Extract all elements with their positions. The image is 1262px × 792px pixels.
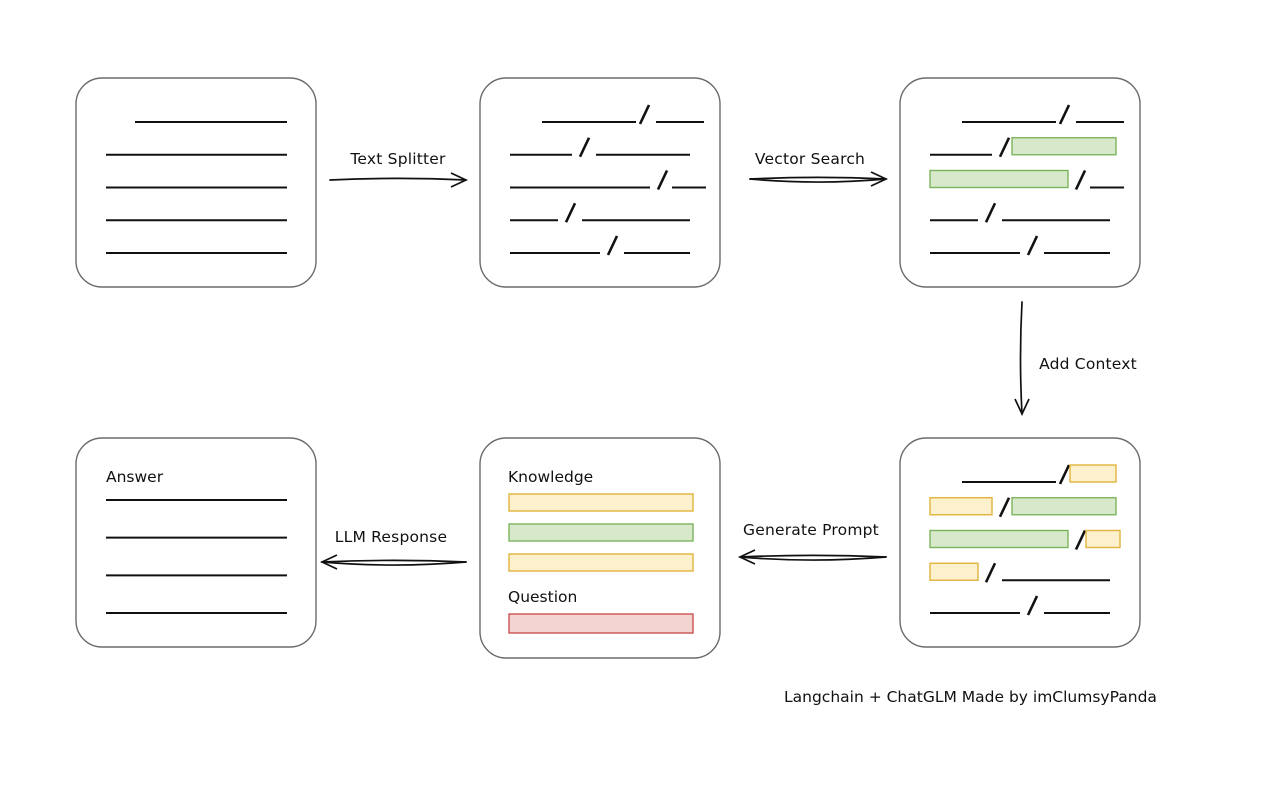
generate-prompt-shaft-lower xyxy=(739,556,887,561)
arrow-llm-response[interactable]: LLM Response xyxy=(319,528,467,570)
split-chunks-row-3 xyxy=(510,169,706,191)
retrieved-chunks-row-1 xyxy=(962,104,1124,125)
retrieved-chunks-row-5 xyxy=(930,235,1110,256)
add-context-arrowhead xyxy=(1014,398,1030,417)
slash-separator xyxy=(1074,529,1087,551)
retrieved-chunks-row-4 xyxy=(930,202,1110,223)
slash-separator xyxy=(656,169,669,191)
retrieved-chunks-row-2 xyxy=(930,137,1117,158)
knowledge-bar-1 xyxy=(508,493,694,512)
answer-heading: Answer xyxy=(106,468,164,486)
context-chunks-row-3 xyxy=(929,529,1121,551)
yellow-highlight-chunk xyxy=(1069,464,1117,483)
context-chunks-row-4 xyxy=(929,562,1110,583)
source-document-frame xyxy=(75,77,317,288)
slash-separator xyxy=(1058,464,1071,485)
slash-separator xyxy=(984,202,997,223)
context-chunks-row-5 xyxy=(930,595,1110,616)
text-splitter-label: Text Splitter xyxy=(349,150,446,168)
green-highlight-chunk xyxy=(929,169,1069,189)
arrow-vector-search[interactable]: Vector Search xyxy=(749,150,889,187)
knowledge-bar-2 xyxy=(508,523,694,542)
retrieved-chunks-row-3 xyxy=(929,169,1124,191)
split-chunks-box[interactable] xyxy=(479,77,721,288)
arrow-add-context[interactable]: Add Context xyxy=(1014,301,1137,417)
arrow-text-splitter[interactable]: Text Splitter xyxy=(329,150,469,188)
split-chunks-row-1 xyxy=(542,104,704,125)
question-bar-1 xyxy=(508,613,694,634)
yellow-highlight-chunk xyxy=(1085,529,1121,549)
source-document-box[interactable] xyxy=(75,77,317,288)
prompt-frame xyxy=(479,437,721,659)
green-highlight-chunk xyxy=(1011,137,1117,156)
retrieved-chunks-box[interactable] xyxy=(899,77,1141,288)
context-chunks-row-1 xyxy=(962,464,1117,485)
yellow-highlight-chunk xyxy=(929,497,993,516)
vector-search-shaft xyxy=(749,176,887,180)
slash-separator xyxy=(984,562,997,583)
knowledge-bar-3 xyxy=(508,553,694,572)
caption: Langchain + ChatGLM Made by imClumsyPand… xyxy=(784,688,1157,706)
slash-separator xyxy=(998,497,1011,518)
add-context-shaft xyxy=(1019,301,1023,415)
slash-separator xyxy=(1026,595,1039,616)
slash-separator xyxy=(564,202,577,223)
question-heading: Question xyxy=(508,588,577,606)
green-highlight-chunk xyxy=(1011,497,1117,516)
llm-response-label: LLM Response xyxy=(335,528,447,546)
vector-search-shaft-lower xyxy=(749,178,887,183)
slash-separator xyxy=(1026,235,1039,256)
slash-separator xyxy=(998,137,1011,158)
answer-box[interactable]: Answer xyxy=(75,437,317,648)
split-chunks-row-5 xyxy=(510,235,690,256)
llm-response-shaft-lower xyxy=(321,561,467,566)
slash-separator xyxy=(638,104,651,125)
context-chunks-box[interactable] xyxy=(899,437,1141,648)
arrow-generate-prompt[interactable]: Generate Prompt xyxy=(737,521,887,565)
slash-separator xyxy=(1074,169,1087,191)
split-chunks-row-4 xyxy=(510,202,690,223)
generate-prompt-shaft xyxy=(739,554,887,558)
llm-response-arrowhead xyxy=(319,554,338,570)
yellow-highlight-chunk xyxy=(929,562,979,581)
generate-prompt-label: Generate Prompt xyxy=(743,521,879,539)
text-splitter-shaft xyxy=(329,177,467,181)
knowledge-heading: Knowledge xyxy=(508,468,593,486)
split-chunks-row-2 xyxy=(510,137,690,158)
answer-frame xyxy=(75,437,317,648)
vector-search-label: Vector Search xyxy=(755,150,865,168)
slash-separator xyxy=(606,235,619,256)
slash-separator xyxy=(1058,104,1071,125)
llm-response-shaft xyxy=(321,559,467,563)
generate-prompt-arrowhead xyxy=(737,549,756,565)
vector-search-arrowhead xyxy=(870,171,889,187)
add-context-label: Add Context xyxy=(1039,355,1137,373)
text-splitter-arrowhead xyxy=(450,172,469,188)
slash-separator xyxy=(578,137,591,158)
context-chunks-row-2 xyxy=(929,497,1117,518)
split-chunks-frame xyxy=(479,77,721,288)
green-highlight-chunk xyxy=(929,529,1069,549)
